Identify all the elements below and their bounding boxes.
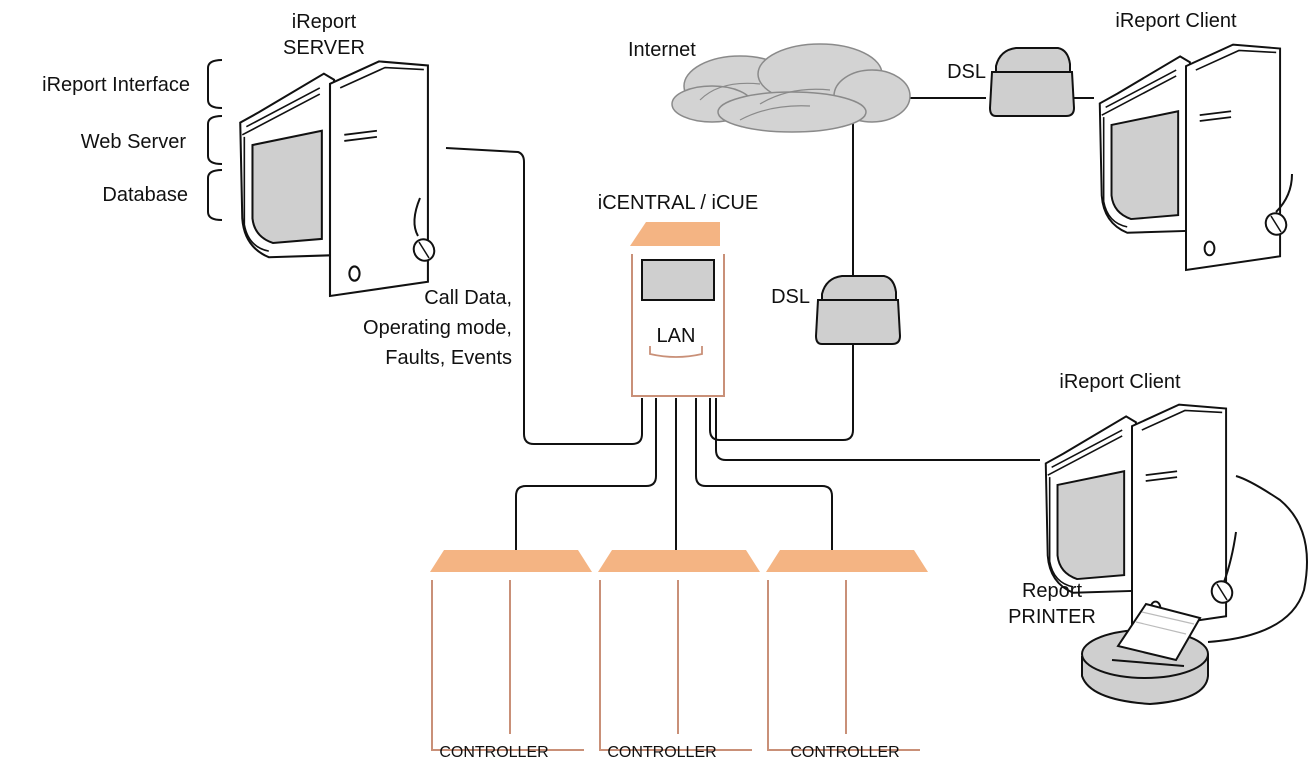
server-layers xyxy=(207,59,223,221)
dsl-modem-top[interactable]: DSL xyxy=(947,47,1075,117)
client-bottom-label: iReport Client xyxy=(1059,371,1181,393)
cloud-detail-lines xyxy=(699,82,831,121)
dsl-mid-label: DSL xyxy=(771,286,810,308)
bracket-db xyxy=(207,169,223,221)
ireport-client-bottom[interactable]: iReport Client xyxy=(1044,371,1238,631)
controller-2[interactable]: CONTROLLER xyxy=(597,549,761,761)
icentral-body xyxy=(631,254,725,397)
server-tower-icon xyxy=(239,60,429,298)
controller-2-label: CONTROLLER xyxy=(607,744,716,761)
bracket-web xyxy=(207,115,223,165)
printer-cable xyxy=(1207,475,1308,643)
dsl-mid-modem-icon xyxy=(815,275,901,345)
client-top-tower-icon xyxy=(1098,43,1282,271)
lan-port xyxy=(649,346,703,358)
lan-label: LAN xyxy=(657,325,696,347)
controller-3-cabinet-icon xyxy=(765,549,929,751)
icentral-to-controller-3-line xyxy=(695,398,833,550)
internet-label: Internet xyxy=(628,39,696,61)
server-to-icentral-line xyxy=(445,147,643,445)
server-label-line1: iReport xyxy=(292,11,357,33)
dsl-modem-mid[interactable]: DSL xyxy=(771,275,901,345)
connection-lines xyxy=(445,97,1308,643)
printer-label-line2: PRINTER xyxy=(1008,606,1096,628)
internet-cloud[interactable]: Internet xyxy=(628,39,911,133)
client-top-label: iReport Client xyxy=(1115,10,1237,32)
controller-1-label: CONTROLLER xyxy=(439,744,548,761)
ireport-client-top[interactable]: iReport Client xyxy=(1098,10,1293,271)
icentral-top xyxy=(630,222,720,246)
controller-1[interactable]: CONTROLLER xyxy=(429,549,593,761)
controller-1-cabinet-icon xyxy=(429,549,593,751)
server-label-line2: SERVER xyxy=(283,37,365,59)
controller-2-cabinet-icon xyxy=(597,549,761,751)
printer-icon xyxy=(1081,602,1209,706)
cloud-icon xyxy=(671,43,911,133)
layer-interface-label: iReport Interface xyxy=(42,74,190,96)
icentral-to-bottom-client-line xyxy=(715,398,1040,461)
controller-3-label: CONTROLLER xyxy=(790,744,899,761)
dsl-top-modem-icon xyxy=(989,47,1075,117)
dsl-top-label: DSL xyxy=(947,61,986,83)
dsl-to-icentral-line xyxy=(709,344,854,441)
icentral-label: iCENTRAL / iCUE xyxy=(598,192,758,214)
report-printer[interactable]: Report PRINTER xyxy=(1008,580,1209,706)
icentral-to-controller-1-line xyxy=(515,398,657,550)
bracket-interface xyxy=(207,59,223,109)
client-top-mouse-cable xyxy=(1275,173,1293,213)
data-label-line1: Call Data, xyxy=(424,287,512,309)
layer-web-label: Web Server xyxy=(81,131,187,153)
icentral-unit[interactable]: iCENTRAL / iCUE LAN xyxy=(598,192,758,397)
data-label-line3: Faults, Events xyxy=(385,347,512,369)
data-label-line2: Operating mode, xyxy=(363,317,512,339)
icentral-screen xyxy=(641,259,715,301)
controller-3[interactable]: CONTROLLER xyxy=(765,549,929,761)
printer-label-line1: Report xyxy=(1022,580,1082,602)
ireport-server[interactable]: iReport SERVER xyxy=(239,11,440,298)
server-mouse-cable xyxy=(413,197,421,237)
layer-db-label: Database xyxy=(102,184,188,206)
client-bottom-mouse-cable xyxy=(1223,531,1237,583)
